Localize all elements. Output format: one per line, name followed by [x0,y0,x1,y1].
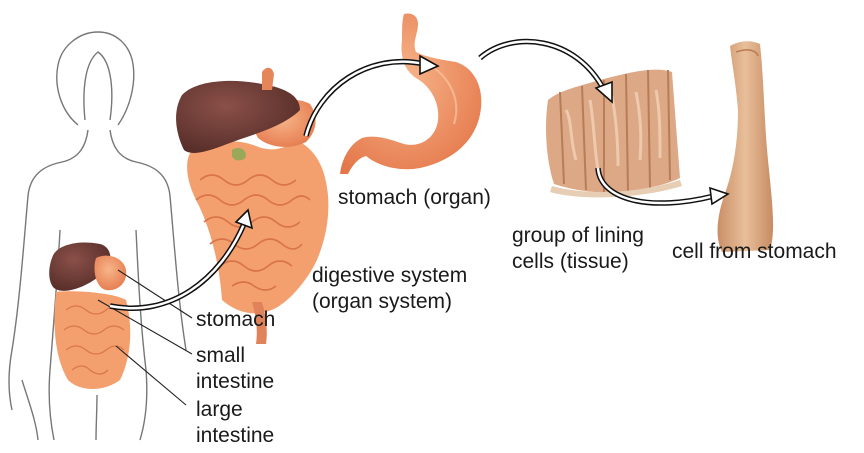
lining-tissue-label-line2: cells (tissue) [512,250,629,274]
small-intestine-callout-label-line2: intestine [196,370,274,394]
digestive-system-illustration [176,68,328,344]
stomach-organ-label: stomach (organ) [338,186,491,210]
lining-tissue-illustration [546,70,682,198]
lining-tissue-label-line1: group of lining [512,224,644,248]
stomach-callout-label: stomach [196,308,275,332]
body-organs [49,243,130,389]
digestive-system-label-line1: digestive system [312,264,467,288]
large-intestine-callout-label-line2: intestine [196,424,274,448]
large-intestine-callout-label-line1: large [196,398,243,422]
digestive-system-label-line2: (organ system) [312,290,452,314]
stomach-cell-illustration [718,41,774,252]
small-intestine-callout-label-line1: small [196,344,245,368]
stomach-cell-label: cell from stomach [672,240,837,264]
stomach-organ-illustration [340,13,481,174]
